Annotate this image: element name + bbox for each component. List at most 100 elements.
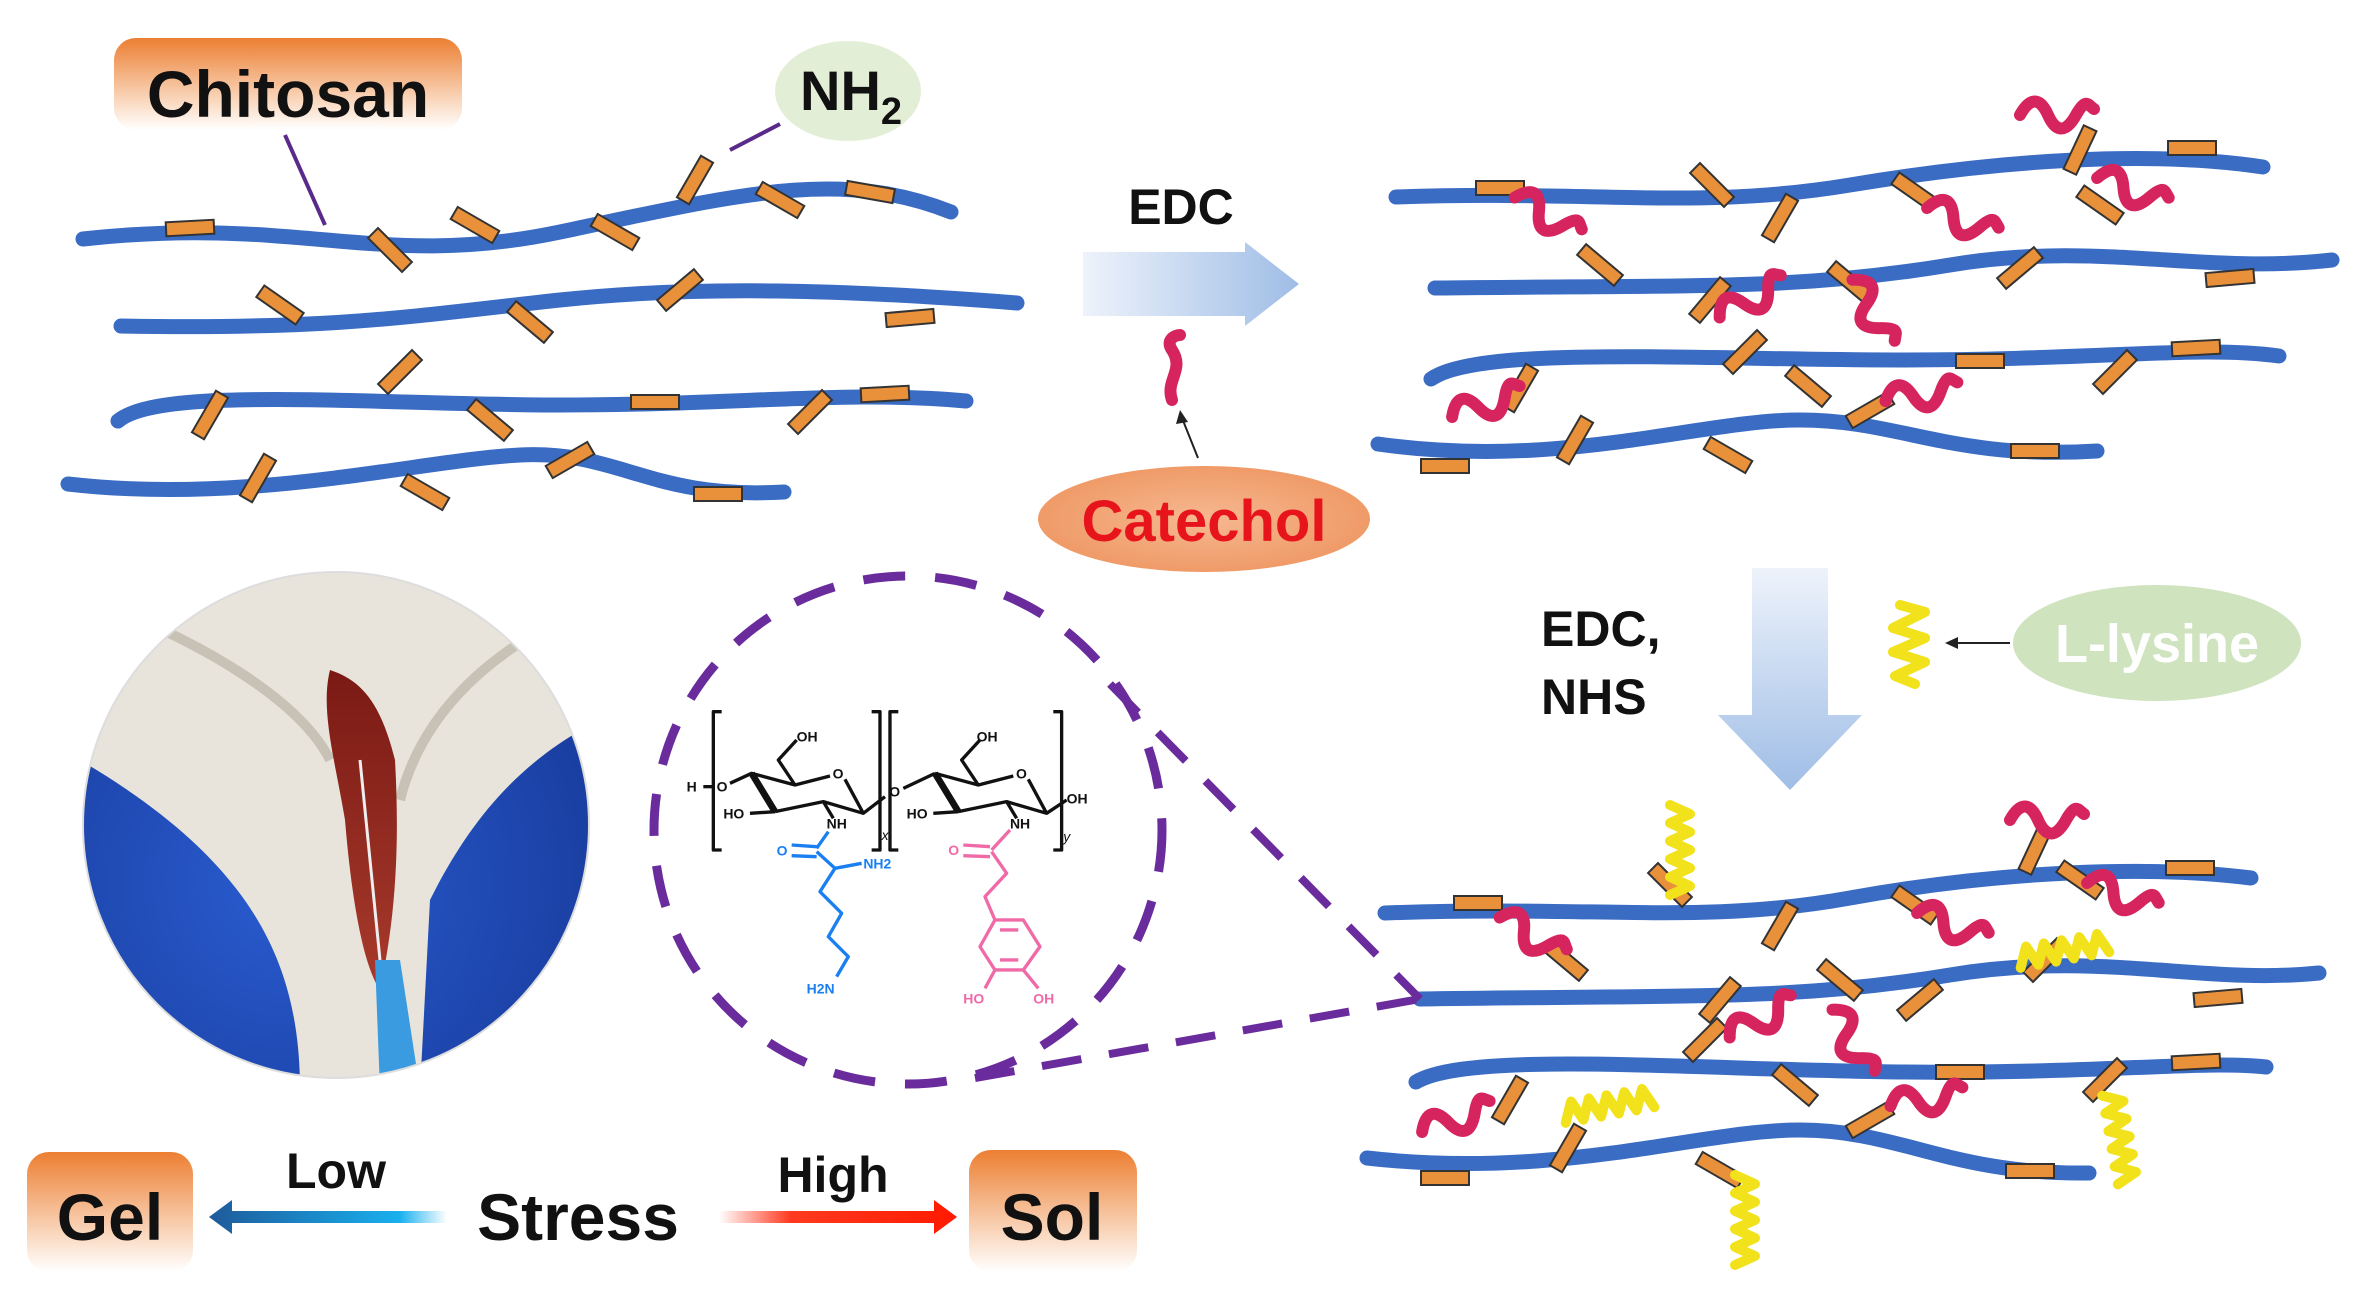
- amine-rod: [1490, 1074, 1530, 1126]
- zoom-line-lower: [974, 995, 1421, 1082]
- chitosan-atom-labels: H O OH O HO NH x O OH O HO NH OH y: [687, 729, 1088, 845]
- amine-rod: [1453, 895, 1503, 911]
- amine-rod: [1815, 957, 1865, 1003]
- edc-label: EDC: [1128, 179, 1234, 235]
- amine-rod: [465, 397, 515, 443]
- lysine-atom-labels: O NH2 H2N: [777, 843, 892, 997]
- amine-rod: [1420, 1170, 1470, 1186]
- amine-rod: [1555, 414, 1595, 466]
- amine-rod: [843, 179, 897, 205]
- amine-rod: [254, 284, 306, 326]
- amine-rod: [1688, 161, 1736, 209]
- atom-h2n: H2N: [807, 980, 835, 996]
- amine-rod: [190, 389, 230, 441]
- atom-o-link: O: [717, 779, 728, 795]
- chitosan-chains: [60, 151, 2340, 1181]
- chitosan-chain: [1423, 344, 2287, 387]
- catechol-group: [2081, 868, 2165, 917]
- amine-rod: [1955, 353, 2005, 369]
- amine-rod: [2005, 1163, 2055, 1179]
- gel-label-text: Gel: [57, 1180, 163, 1254]
- lysine-group: [2097, 1090, 2141, 1190]
- atom-ho: HO: [907, 805, 928, 821]
- high-label: High: [777, 1147, 888, 1203]
- l-lysine-label-text: L-lysine: [2055, 614, 2259, 674]
- chitosan-chain: [1427, 248, 2340, 296]
- catechol-pointer-arrow: [1181, 417, 1199, 459]
- injection-photo: [83, 572, 589, 1078]
- sol-label-box: [969, 1150, 1137, 1272]
- amine-rod: [1721, 328, 1769, 376]
- chitosan-chain: [113, 283, 1025, 335]
- amine-rod: [1770, 1062, 1820, 1108]
- catechol-group: [1884, 1077, 1969, 1119]
- gel-label-box: [27, 1152, 193, 1272]
- catechol-label: Catechol: [1038, 466, 1370, 572]
- lysine-group: [1665, 800, 1695, 900]
- amine-rods: [164, 123, 2256, 1190]
- amine-rod: [2091, 348, 2139, 396]
- amine-rod: [1548, 1122, 1588, 1174]
- atom-nh2: NH2: [863, 855, 891, 871]
- atom-h: H: [687, 779, 697, 795]
- amine-rod: [655, 267, 705, 313]
- sol-label-text: Sol: [1001, 1180, 1104, 1254]
- amine-rod: [2074, 184, 2126, 226]
- amine-rod: [164, 218, 216, 238]
- atom-ring-o: O: [1016, 765, 1027, 781]
- amine-rod: [1783, 363, 1833, 409]
- amine-rod: [1575, 242, 1625, 288]
- chitosan-chain: [1370, 412, 2105, 460]
- amine-rod: [2167, 140, 2217, 156]
- amine-rod: [693, 486, 743, 502]
- amine-rod: [1935, 1064, 1985, 1080]
- gel-label: Gel: [27, 1152, 193, 1272]
- low-stress-arrow: [209, 1200, 447, 1234]
- amine-rod: [675, 154, 715, 206]
- catechol-group: [1446, 377, 1526, 423]
- lysine-group: [1560, 1084, 1660, 1128]
- amine-rod: [2204, 267, 2256, 289]
- atom-ho: HO: [723, 805, 744, 821]
- catechol-group: [1846, 273, 1902, 347]
- lysine-pointer-arrowhead: [1945, 637, 1958, 649]
- catechol-group: [1921, 193, 2005, 242]
- catechol-group: [1493, 906, 1573, 957]
- amine-rod: [1895, 977, 1945, 1023]
- atom-ho: HO: [963, 990, 984, 1006]
- catechol-icon: [1163, 329, 1186, 406]
- l-lysine-bubble: [2013, 585, 2301, 701]
- catechol-group: [1416, 1092, 1496, 1138]
- amine-rod: [884, 307, 936, 329]
- stress-label: Stress: [477, 1180, 679, 1254]
- nh2-label-text: NH2: [800, 59, 902, 133]
- amine-rod: [238, 452, 278, 504]
- nh2-pointer-line: [729, 122, 781, 152]
- amine-rod: [505, 299, 555, 345]
- chitosan-label: Chitosan: [114, 38, 462, 131]
- atom-oh: OH: [797, 729, 818, 745]
- nh2-bubble: [775, 41, 921, 141]
- amine-rod: [366, 226, 414, 274]
- catechol-groups: [1416, 95, 2175, 1138]
- amine-rod: [630, 394, 680, 410]
- sol-label: Sol: [969, 1150, 1137, 1272]
- amine-rod: [1694, 1150, 1746, 1190]
- amine-rod: [1995, 245, 2045, 291]
- chitosan-chain: [75, 181, 959, 254]
- atom-oh: OH: [977, 729, 998, 745]
- amine-rod: [2010, 443, 2060, 459]
- atom-oh: OH: [1033, 990, 1054, 1006]
- atom-ring-o: O: [833, 765, 844, 781]
- chitosan-backbone-bonds: [703, 709, 1068, 852]
- catechol-group: [1713, 268, 1787, 324]
- amine-rod: [1420, 458, 1470, 474]
- catechol-bubble: [1038, 466, 1370, 572]
- catechol-pointer-arrowhead: [1176, 410, 1188, 424]
- atom-nh: NH: [827, 815, 847, 831]
- amine-rod: [1889, 884, 1941, 926]
- repeat-subscript-x: x: [881, 827, 890, 843]
- l-lysine-label: L-lysine: [2013, 585, 2301, 701]
- catechol-group: [1723, 988, 1797, 1044]
